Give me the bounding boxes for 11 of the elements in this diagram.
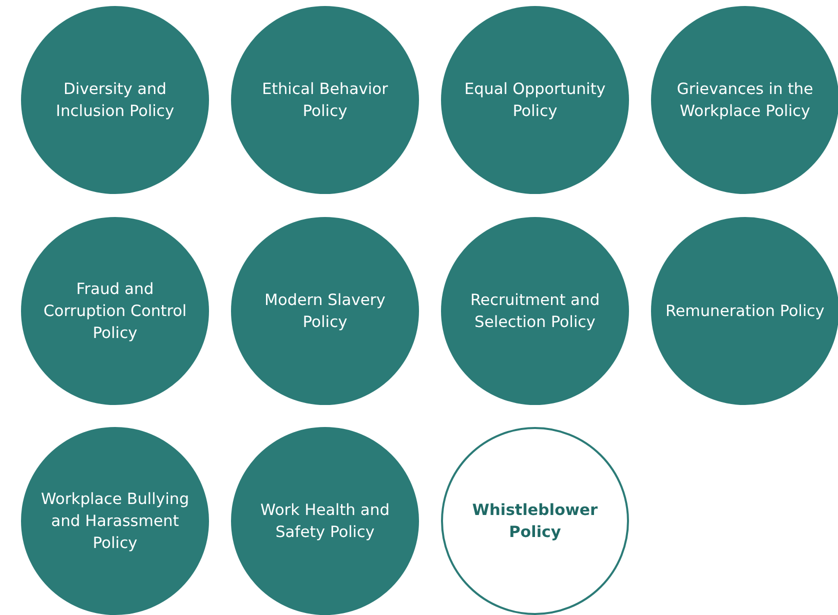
policy-name: Whistleblower Policy [471, 500, 599, 543]
policy-name: Ethical Behavior Policy [260, 79, 390, 122]
policy-name: Remuneration Policy [664, 301, 826, 322]
policy-name: Recruitment and Selection Policy [469, 290, 601, 333]
policy-name: Fraud and Corruption Control Policy [42, 279, 188, 344]
policy-name: Equal Opportunity Policy [463, 79, 607, 122]
policy-name: Workplace Bullying and Harassment Policy [40, 489, 190, 554]
policy-name: Grievances in the Workplace Policy [676, 79, 814, 122]
policy-name: Modern Slavery Policy [264, 290, 386, 333]
policy-name: Work Health and Safety Policy [259, 500, 391, 543]
policy-name: Diversity and Inclusion Policy [54, 79, 176, 122]
